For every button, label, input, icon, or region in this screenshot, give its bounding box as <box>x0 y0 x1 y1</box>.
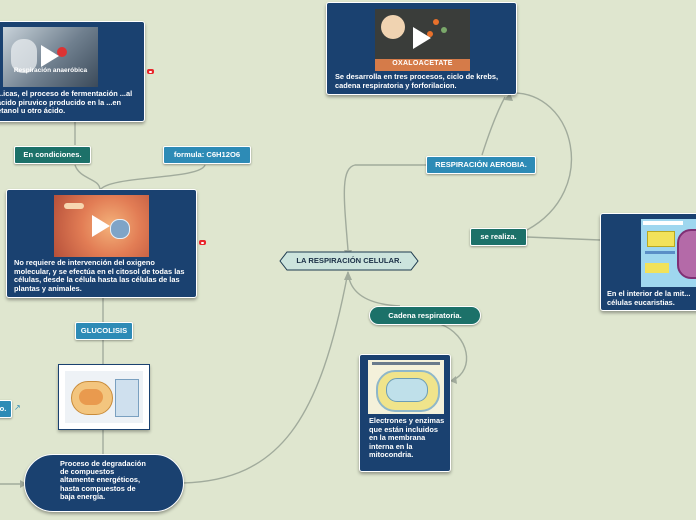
aerobic-chip[interactable]: RESPIRACIÓN AEROBIA. <box>426 156 536 174</box>
process-description: Proceso de degradación de compuestos alt… <box>60 459 146 501</box>
se-realiza-chip[interactable]: se realiza. <box>470 228 527 246</box>
arrow-into-electrons <box>450 376 457 384</box>
atom-graphic <box>441 27 447 33</box>
cell-diagram-image <box>65 371 143 423</box>
label-box-graphic <box>645 263 669 273</box>
inner-membrane-graphic <box>79 389 103 405</box>
image-title-graphic <box>372 362 440 365</box>
electrons-card[interactable]: Electrones y enzimas que están incluidos… <box>359 354 451 472</box>
krebs-description: Se desarrolla en tres procesos, ciclo de… <box>335 72 499 90</box>
aerobic-label: RESPIRACIÓN AEROBIA. <box>435 160 527 169</box>
arrow-graphic <box>645 251 675 254</box>
arrow-into-central-bottom <box>344 271 352 280</box>
se-realiza-label: se realiza. <box>480 232 517 241</box>
process-node[interactable]: Proceso de degradación de compuestos alt… <box>24 454 184 512</box>
arrow-into-krebs <box>504 93 513 101</box>
electrons-description: Electrones y enzimas que están incluidos… <box>369 416 445 460</box>
krebs-card[interactable]: OXALOACETATE Se desarrolla en tres proce… <box>326 2 517 95</box>
flask-graphic <box>57 47 67 57</box>
mitochondria-description: En el interior de la mit... células euca… <box>607 289 691 307</box>
mitochondrion-graphic <box>677 229 696 279</box>
play-icon[interactable] <box>413 27 431 49</box>
mitochondria-image <box>641 219 696 287</box>
scientist-figure <box>11 39 37 73</box>
pathway-graphic <box>115 379 139 417</box>
molecule-graphic <box>381 15 405 39</box>
play-icon[interactable] <box>41 45 59 67</box>
membrane-graphic <box>64 203 84 209</box>
anaerobic-card[interactable]: Respiración anaeróbica ...icas, el proce… <box>0 21 145 122</box>
atom-graphic <box>433 19 439 25</box>
anaerobic-description: ...icas, el proceso de fermentación ...a… <box>0 89 133 116</box>
label-box-graphic <box>647 231 675 247</box>
link-chain-electrons <box>439 323 468 381</box>
anaerobic-video-title: Respiración anaeróbica <box>13 67 88 74</box>
chain-chip[interactable]: Cadena respiratoria. <box>369 306 481 325</box>
central-topic[interactable]: LA RESPIRACIÓN CELULAR. <box>279 251 419 271</box>
link-central-chain <box>347 271 401 307</box>
glycolysis-image-card[interactable] <box>58 364 150 430</box>
link-serealiza-mito <box>526 236 601 241</box>
conditions-label: En condiciones. <box>23 150 82 159</box>
video-badge-icon <box>147 69 154 74</box>
krebs-video-thumbnail[interactable]: OXALOACETATE <box>375 9 470 71</box>
cell-organelle-graphic <box>110 219 130 239</box>
glycolysis-label: GLUCOLISIS <box>80 326 128 335</box>
link-aerobic-krebs <box>481 96 506 156</box>
glycolysis-chip[interactable]: GLUCOLISIS <box>75 322 133 340</box>
anaerobic-video-thumbnail[interactable]: Respiración anaeróbica <box>3 27 98 87</box>
link-central-aerobic <box>343 164 426 251</box>
link-icon[interactable]: ↗ <box>14 403 21 412</box>
left-partial-chip[interactable]: o. <box>0 400 12 418</box>
central-hexagon-shape <box>279 251 419 271</box>
glycolysis-description: No requiere de intervención del oxigeno … <box>14 258 185 293</box>
krebs-video-caption: OXALOACETATE <box>392 60 453 67</box>
formula-label: formula: C6H12O6 <box>173 150 241 159</box>
mitochondria-card[interactable]: En el interior de la mit... células euca… <box>600 213 696 311</box>
link-conditions-glycolysis <box>74 164 101 191</box>
conditions-chip[interactable]: En condiciones. <box>14 146 91 164</box>
respiratory-chain-image <box>368 360 444 414</box>
glycolysis-card[interactable]: No requiere de intervención del oxigeno … <box>6 189 197 298</box>
link-serealiza-krebs <box>509 92 573 231</box>
link-formula-glycolysis <box>99 164 206 191</box>
play-icon[interactable] <box>92 215 110 237</box>
glycolysis-video-thumbnail[interactable] <box>54 195 149 257</box>
link-process-central <box>182 271 349 484</box>
central-topic-label: LA RESPIRACIÓN CELULAR. <box>296 256 402 265</box>
arrow-into-process <box>20 480 27 488</box>
chain-label: Cadena respiratoria. <box>388 311 462 320</box>
image-header-graphic <box>643 221 683 225</box>
formula-chip[interactable]: formula: C6H12O6 <box>163 146 251 164</box>
inner-membrane-graphic <box>386 378 428 402</box>
video-badge-icon <box>199 240 206 245</box>
left-partial-label: o. <box>0 404 7 413</box>
